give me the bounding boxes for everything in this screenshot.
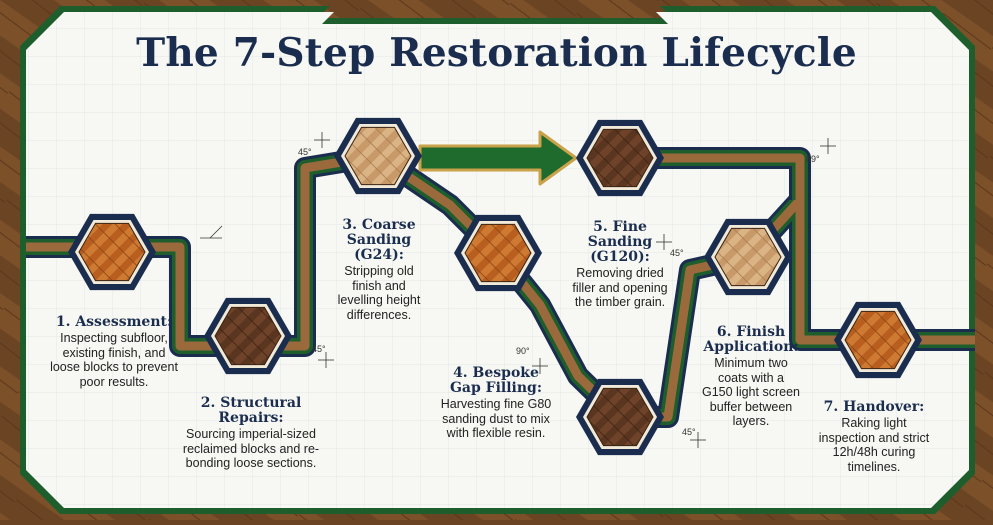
step-heading: 1. Assessment:: [55, 314, 173, 330]
step-1-label: 1. Assessment: Inspecting subfloor, exis…: [48, 315, 180, 389]
progress-arrow: [418, 130, 578, 186]
step-nodes: [68, 117, 922, 456]
angle-label: 45°: [670, 248, 684, 258]
step-6-hexagon: [704, 218, 792, 296]
step-6-label: 6. Finish Application: Minimum two coats…: [702, 325, 800, 429]
step-2-hexagon: [204, 297, 292, 375]
step-1-hexagon: [68, 213, 156, 291]
angle-label: 45°: [298, 147, 312, 157]
step-description: Removing dried filler and opening the ti…: [572, 266, 668, 309]
step-5-label: 5. Fine Sanding (G120): Removing dried f…: [572, 220, 668, 310]
angle-crosshairs: [200, 132, 836, 448]
step-heading: 3. Coarse Sanding (G24):: [342, 217, 416, 263]
step-heading: 7. Handover:: [823, 399, 925, 415]
step-description: Sourcing imperial-sized reclaimed blocks…: [182, 427, 320, 470]
step-5-hexagon: [576, 119, 664, 197]
step-3-label: 3. Coarse Sanding (G24): Stripping old f…: [334, 218, 424, 322]
step-description: Inspecting subfloor, existing finish, an…: [50, 331, 178, 389]
step-heading: 4. Bespoke Gap Filling:: [449, 365, 543, 396]
step-description: Harvesting fine G80 sanding dust to mix …: [440, 397, 552, 440]
step-4-hexagon: [454, 214, 542, 292]
step-description: Stripping old finish and levelling heigh…: [337, 264, 421, 322]
angle-label: 45°: [312, 344, 326, 354]
step-3-hexagon: [334, 117, 422, 195]
step-7-hexagon: [834, 301, 922, 379]
step-description: Minimum two coats with a G150 light scre…: [702, 356, 800, 428]
step-4-label: 4. Bespoke Gap Filling: Harvesting fine …: [436, 366, 556, 441]
step-heading: 5. Fine Sanding (G120):: [587, 219, 653, 265]
step-heading: 6. Finish Application:: [703, 324, 799, 355]
step-7-label: 7. Handover: Raking light inspection and…: [812, 400, 936, 474]
angle-label: 90°: [516, 346, 530, 356]
step-2-label: 2. Structural Repairs: Sourcing imperial…: [176, 396, 326, 471]
angle-label: 45°: [682, 427, 696, 437]
step-heading: 2. Structural Repairs:: [200, 395, 302, 426]
page-title: The 7-Step Restoration Lifecycle: [136, 30, 857, 76]
step-description: Raking light inspection and strict 12h/4…: [818, 416, 930, 474]
step-4b-hexagon: [576, 378, 664, 456]
angle-label: 89°: [806, 154, 820, 164]
